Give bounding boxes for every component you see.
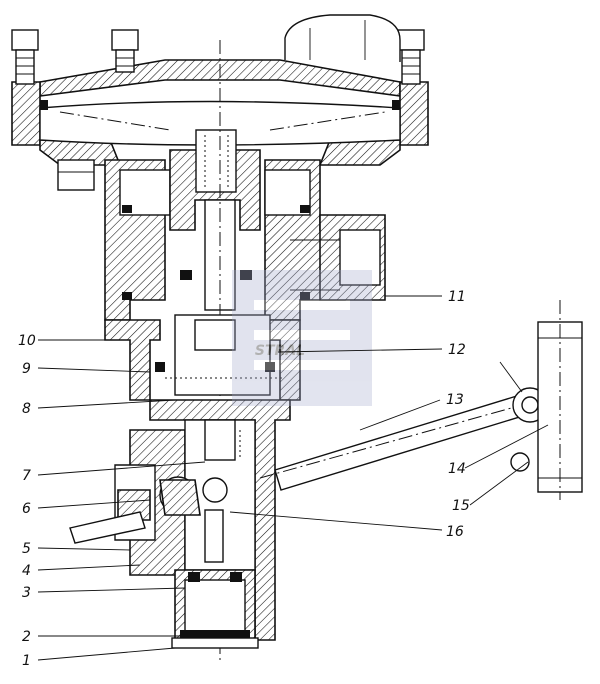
diaphragm-cover [11,14,429,191]
callout-7: 7 [22,468,31,484]
outlet-port [339,229,381,286]
callout-15: 15 [452,498,470,514]
ball-joint [202,477,228,503]
callout-9: 9 [22,361,31,377]
hose-fitting [284,14,401,62]
callout-1: 1 [22,653,31,669]
callout-14: 14 [448,461,466,477]
watermark-text: STRAL [255,343,305,359]
leader-lines [37,295,549,661]
bolt-bottom-left [57,159,95,191]
valve-body [69,40,386,660]
callout-10: 10 [18,333,36,349]
callout-11: 11 [448,289,466,305]
bolt-mid [111,29,139,73]
callout-2: 2 [22,629,31,645]
callout-3: 3 [22,585,31,601]
bolt-right [397,29,425,85]
linkage-rod [259,300,583,500]
callout-6: 6 [22,501,31,517]
callout-16: 16 [446,524,464,540]
callout-13: 13 [446,392,464,408]
pivot-pin [510,452,530,472]
callout-labels: 1 2 3 4 5 6 7 8 9 10 11 12 13 14 15 16 [18,289,470,669]
callout-4: 4 [22,563,31,579]
callout-5: 5 [22,541,31,557]
callout-8: 8 [22,401,31,417]
lever-arm [69,511,146,544]
callout-12: 12 [448,342,466,358]
watermark-logo: STRAL [232,270,372,406]
bolt-left [11,29,39,85]
piston-stem [195,129,237,193]
